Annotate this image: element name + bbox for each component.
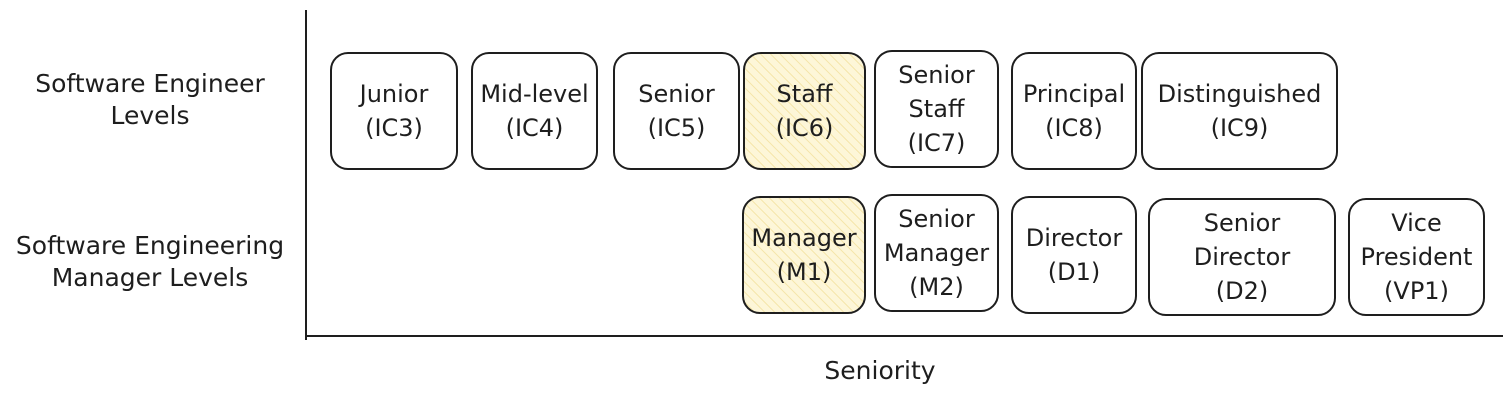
row-label-ic: Software Engineer Levels	[35, 69, 265, 130]
level-box-ic3: Junior (IC3)	[330, 52, 458, 170]
x-axis-line	[305, 335, 1503, 337]
level-box-d2: Senior Director (D2)	[1148, 198, 1336, 316]
level-box-m2: Senior Manager (M2)	[874, 194, 999, 312]
level-box-vp1: Vice President (VP1)	[1348, 198, 1485, 316]
level-box-ic7: Senior Staff (IC7)	[874, 50, 999, 168]
level-box-m1: Manager (M1)	[742, 196, 866, 314]
y-axis-line	[305, 10, 307, 340]
level-box-ic8: Principal (IC8)	[1011, 52, 1137, 170]
x-axis-label: Seniority	[824, 356, 936, 385]
level-box-ic6: Staff (IC6)	[743, 52, 866, 170]
level-box-ic9: Distinguished (IC9)	[1141, 52, 1338, 170]
level-box-d1: Director (D1)	[1011, 196, 1137, 314]
level-box-ic4: Mid-level (IC4)	[471, 52, 598, 170]
row-label-manager: Software Engineering Manager Levels	[15, 231, 285, 292]
level-box-ic5: Senior (IC5)	[613, 52, 740, 170]
